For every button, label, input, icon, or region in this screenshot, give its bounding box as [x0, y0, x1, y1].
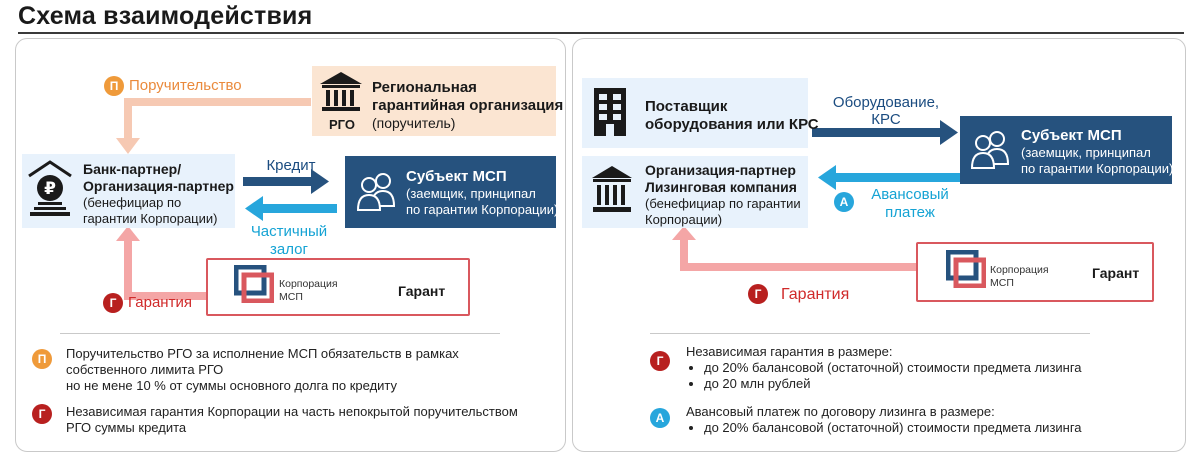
corporation-msp-logo-icon: [234, 265, 274, 303]
collateral-arrowhead: [245, 196, 263, 221]
guarantor-name-right: Гарант: [1092, 265, 1140, 281]
advance-label-line1: Авансовый: [871, 186, 949, 203]
left-arrows: [116, 98, 337, 300]
people-icon: [356, 173, 396, 211]
leasing-node: [582, 156, 808, 228]
guarantee-badge-left: Г: [103, 293, 123, 313]
advance-arrowhead: [818, 165, 836, 190]
sme-note-left-line2: по гарантии Корпорации): [406, 202, 559, 217]
suretyship-arrowhead: [116, 138, 140, 154]
rgo-icon-label: РГО: [329, 117, 355, 132]
legend-item-advance: Авансовый платеж по договору лизинга в р…: [686, 404, 1166, 436]
leasing-name-line2: Лизинговая компания: [645, 179, 797, 195]
credit-label: Кредит: [266, 157, 316, 174]
government-building-icon: [320, 72, 362, 111]
suretyship-badge: П: [104, 76, 124, 96]
advance-badge: А: [834, 192, 854, 212]
legend-bullet: до 20% балансовой (остаточной) стоимости…: [704, 420, 1166, 436]
bank-name-line2: Организация-партнер: [83, 178, 234, 194]
supplier-name-line2: оборудования или КРС: [645, 116, 819, 133]
leasing-name-line1: Организация-партнер: [645, 162, 796, 178]
sme-note-right-line1: (заемщик, принципал: [1021, 145, 1151, 160]
equipment-label-line2: КРС: [871, 111, 901, 128]
rgo-note: (поручитель): [372, 115, 456, 131]
guarantee-label-right: Гарантия: [781, 286, 850, 303]
legend-bullet: до 20 млн рублей: [704, 376, 1166, 392]
legend-bullet: до 20% балансовой (остаточной) стоимости…: [704, 360, 1166, 376]
suretyship-label: Поручительство: [129, 77, 242, 94]
guarantee-arrow: [124, 238, 207, 300]
office-building-icon: [594, 88, 626, 136]
corp-logo-line1-right: Корпорация: [990, 264, 1049, 276]
collateral-label-line1: Частичный: [250, 223, 328, 240]
government-building-icon-right: [592, 166, 632, 212]
credit-arrowhead: [311, 169, 329, 194]
bank-note-line1: (бенефициар по: [83, 195, 182, 210]
legend-item-suretyship: Поручительство РГО за исполнение МСП обя…: [66, 346, 459, 393]
legend-item-guarantee-left: Независимая гарантия Корпорации на часть…: [66, 404, 518, 435]
bank-name-line1: Банк-партнер/: [83, 161, 182, 177]
rgo-name-line2: гарантийная организация: [372, 97, 564, 114]
bank-ruble-icon: ₽: [28, 160, 72, 216]
suretyship-arrow: [124, 98, 311, 140]
corp-logo-line2-right: МСП: [990, 277, 1014, 289]
guarantee-arrowhead: [116, 226, 140, 241]
guarantee-arrowhead-right: [672, 226, 696, 240]
guarantor-name-left: Гарант: [398, 283, 446, 299]
supplier-name-line1: Поставщик: [645, 98, 728, 115]
collateral-label-line2: залог: [270, 241, 308, 258]
leasing-note-line2: Корпорации): [645, 212, 723, 227]
sme-note-right-line2: по гарантии Корпорации): [1021, 161, 1174, 176]
legend-divider-left: [60, 333, 500, 334]
equipment-label-line1: Оборудование,: [832, 94, 940, 111]
legend-badge-guarantee-right: Г: [650, 351, 670, 371]
right-arrows: [672, 120, 960, 271]
sme-note-left-line1: (заемщик, принципал: [406, 186, 536, 201]
sme-name-right: Субъект МСП: [1021, 127, 1122, 144]
guarantee-label-left: Гарантия: [128, 294, 192, 311]
legend-badge-suretyship: П: [32, 349, 52, 369]
legend-heading-guarantee: Независимая гарантия в размере:: [686, 344, 893, 359]
legend-divider-right: [650, 333, 1090, 334]
guarantee-badge-right: Г: [748, 284, 768, 304]
leasing-note-line1: (бенефициар по гарантии: [645, 196, 801, 211]
corp-logo-line2-left: МСП: [279, 291, 303, 303]
corporation-msp-logo-icon-right: [946, 250, 986, 288]
legend-heading-advance: Авансовый платеж по договору лизинга в р…: [686, 404, 995, 419]
bank-note-line2: гарантии Корпорации): [83, 211, 218, 226]
sme-name-left: Субъект МСП: [406, 168, 507, 185]
legend-item-guarantee-right: Независимая гарантия в размере: до 20% б…: [686, 344, 1166, 392]
legend-badge-advance: А: [650, 408, 670, 428]
title-underline: [18, 32, 1184, 34]
guarantee-arrow-right: [680, 238, 916, 271]
advance-label-line2: платеж: [885, 204, 935, 221]
legend-badge-guarantee-left: Г: [32, 404, 52, 424]
page-title: Схема взаимодействия: [18, 2, 313, 30]
people-icon-right: [970, 131, 1010, 169]
corp-logo-line1-left: Корпорация: [279, 278, 338, 290]
rgo-name-line1: Региональная: [372, 79, 477, 96]
equipment-arrowhead: [940, 120, 958, 145]
svg-text:₽: ₽: [44, 179, 56, 199]
